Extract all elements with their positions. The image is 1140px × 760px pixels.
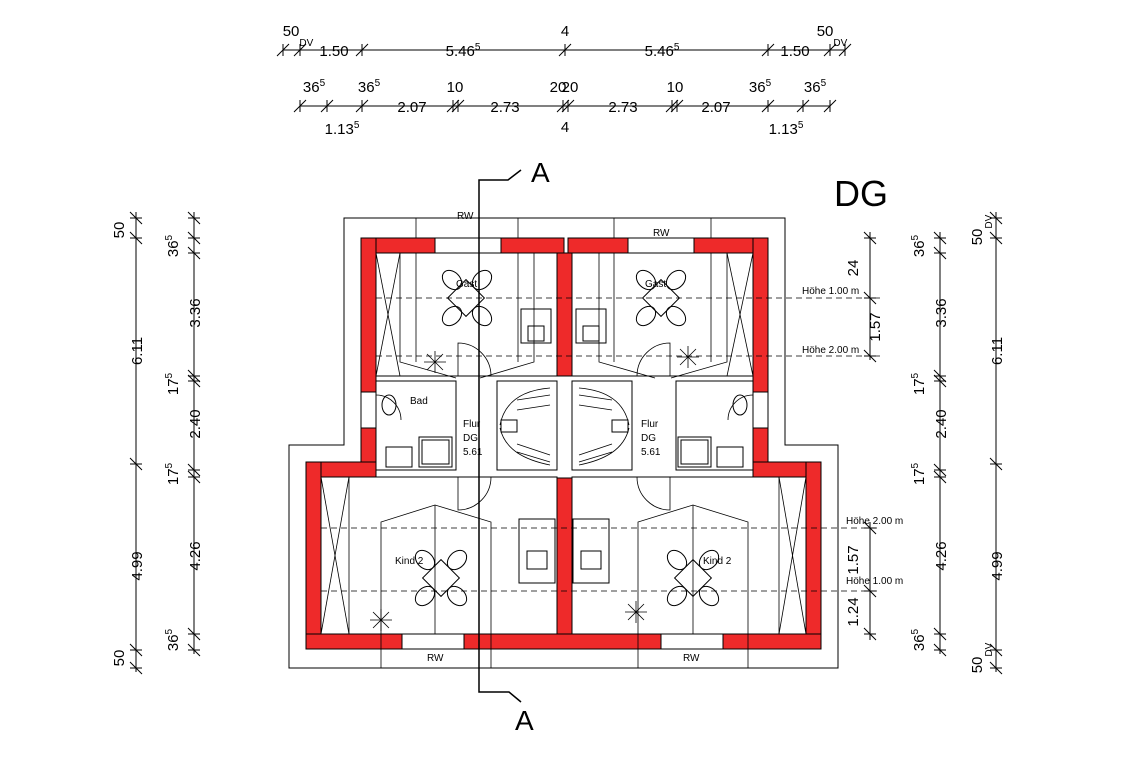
stairs-right: [571, 380, 633, 471]
left-outer-dim-3: 50: [111, 650, 128, 667]
top2-dim-5: 20: [550, 79, 567, 96]
top1-dim-2: 5.465: [446, 42, 481, 60]
top2-dim-0: 365: [303, 78, 326, 96]
top1-dim-3: 4: [561, 23, 569, 40]
room-labels: Gast Gast Bad Flur DG 5.61 Flur DG 5.61 …: [395, 211, 732, 664]
top2-dim-7: 2.73: [608, 99, 637, 116]
height-lines: [321, 297, 880, 592]
height-note-2: Höhe 2.00 m: [802, 345, 859, 356]
height-dim-0: 24: [845, 260, 862, 277]
bath-fixtures: [381, 394, 748, 468]
height-note-3: Höhe 2.00 m: [846, 516, 903, 527]
rw-label-bottom-right: RW: [683, 653, 700, 664]
top2-dim-6: 20: [562, 79, 579, 96]
left-outer-dim-1: 6.11: [129, 337, 146, 365]
right-outer-dim-1: 6.11: [989, 337, 1006, 365]
right-inner-dim-3: 2.40: [933, 409, 950, 438]
top1-dim-4: 5.465: [645, 42, 680, 60]
right-outer-dim-0: 50DV: [969, 214, 995, 245]
room-flur-left-1: Flur: [463, 419, 481, 430]
right-dimension-outer: 50DV 6.11 4.99 50DV: [969, 211, 1006, 675]
room-kind-right: Kind 2: [703, 556, 732, 567]
top2-dim-4: 2.73: [490, 99, 519, 116]
room-bad: Bad: [410, 396, 428, 407]
room-flur-left-3: 5.61: [463, 447, 483, 458]
left-inner-dim-0: 365: [164, 234, 182, 257]
roof-outline: [288, 217, 839, 669]
height-dimension: 24 1.57 1.57 1.24: [845, 231, 884, 641]
left-inner-dim-6: 365: [164, 628, 182, 651]
room-gast-right: Gast: [645, 279, 666, 290]
rw-label-top-right: RW: [653, 228, 670, 239]
walls: [305, 237, 822, 650]
top1-dim-5: 1.50: [780, 43, 809, 60]
top2-dim-1: 365: [358, 78, 381, 96]
floor-label: DG: [834, 173, 888, 214]
top2-extra-0: 1.135: [325, 120, 360, 138]
top-dimension-row-1: 50DV 1.50 5.465 4 5.465 1.50 50DV: [276, 23, 852, 60]
right-inner-dim-4: 175: [910, 462, 928, 485]
height-dim-3: 1.24: [845, 597, 862, 626]
interior-walls: [320, 218, 807, 668]
left-outer-dim-0: 50: [111, 222, 128, 239]
height-note-1: Höhe 1.00 m: [802, 286, 859, 297]
room-flur-right-3: 5.61: [641, 447, 661, 458]
left-outer-dim-2: 4.99: [129, 551, 146, 580]
top2-dim-2: 2.07: [397, 99, 426, 116]
top1-dim-1: 1.50: [319, 43, 348, 60]
stairs-left: [496, 380, 558, 471]
top1-dim-0: 50DV: [283, 23, 314, 49]
right-outer-dim-2: 4.99: [989, 551, 1006, 580]
top2-dim-8: 10: [667, 79, 684, 96]
furniture: [370, 269, 720, 631]
top2-extra-2: 1.135: [769, 120, 804, 138]
right-inner-dim-5: 4.26: [933, 541, 950, 570]
right-dimension-inner: 365 3.36 175 2.40 175 4.26 365: [910, 231, 950, 657]
room-kind-left: Kind 2: [395, 556, 424, 567]
rw-label-bottom-left: RW: [427, 653, 444, 664]
right-inner-dim-2: 175: [910, 372, 928, 395]
left-dimension-inner: 365 3.36 175 2.40 175 4.26 365: [164, 211, 204, 657]
left-dimension-outer: 50 6.11 4.99 50: [111, 211, 146, 675]
top2-extra-1: 4: [561, 119, 569, 136]
section-label-top: A: [531, 157, 550, 188]
room-flur-right-2: DG: [641, 433, 656, 444]
left-inner-dim-2: 175: [164, 372, 182, 395]
room-flur-right-1: Flur: [641, 419, 659, 430]
right-outer-dim-3: 50DV: [969, 642, 995, 673]
left-inner-dim-1: 3.36: [187, 298, 204, 327]
height-notes: Höhe 1.00 m Höhe 2.00 m Höhe 2.00 m Höhe…: [802, 286, 903, 587]
height-dim-1: 1.57: [867, 312, 884, 341]
left-inner-dim-4: 175: [164, 462, 182, 485]
room-gast-left: Gast: [456, 279, 477, 290]
left-inner-dim-5: 4.26: [187, 541, 204, 570]
room-flur-left-2: DG: [463, 433, 478, 444]
top1-dim-6: 50DV: [817, 23, 848, 49]
section-line: A A: [478, 157, 550, 736]
height-dim-2: 1.57: [845, 545, 862, 574]
right-inner-dim-6: 365: [910, 628, 928, 651]
right-inner-dim-1: 3.36: [933, 298, 950, 327]
top2-dim-3: 10: [447, 79, 464, 96]
height-note-4: Höhe 1.00 m: [846, 576, 903, 587]
top2-dim-11: 365: [804, 78, 827, 96]
left-inner-dim-3: 2.40: [187, 409, 204, 438]
top2-dim-9: 2.07: [701, 99, 730, 116]
doors: [375, 342, 754, 511]
section-label-bottom: A: [515, 705, 534, 736]
top2-dim-10: 365: [749, 78, 772, 96]
rw-label-top-left: RW: [457, 211, 474, 222]
right-inner-dim-0: 365: [910, 234, 928, 257]
